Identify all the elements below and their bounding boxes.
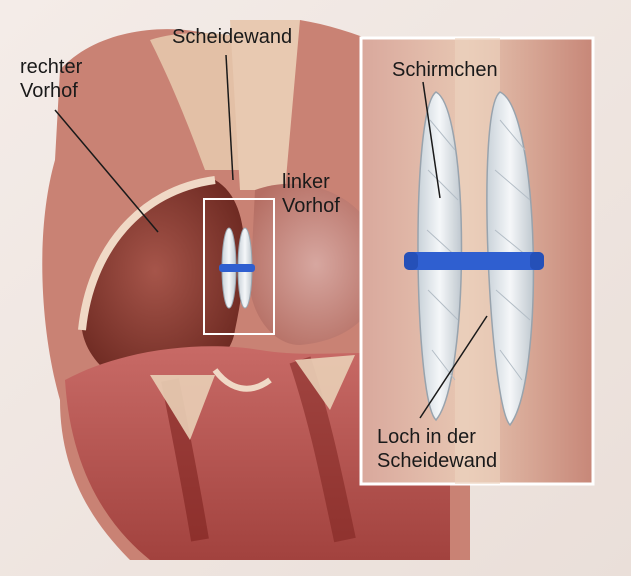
label-right-atrium-line2: Vorhof (20, 79, 82, 103)
label-umbrellas: Schirmchen (392, 58, 498, 82)
label-septal-hole: Loch in der Scheidewand (377, 425, 497, 473)
label-septal-hole-line1: Loch in der (377, 425, 497, 449)
label-left-atrium-line1: linker (282, 170, 340, 194)
label-septal-hole-line2: Scheidewand (377, 449, 497, 473)
label-left-atrium-line2: Vorhof (282, 194, 340, 218)
label-septum: Scheidewand (172, 25, 292, 49)
inset-panel (361, 38, 593, 484)
label-right-atrium-line1: rechter (20, 55, 82, 79)
label-right-atrium: rechter Vorhof (20, 55, 82, 103)
label-left-atrium: linker Vorhof (282, 170, 340, 218)
